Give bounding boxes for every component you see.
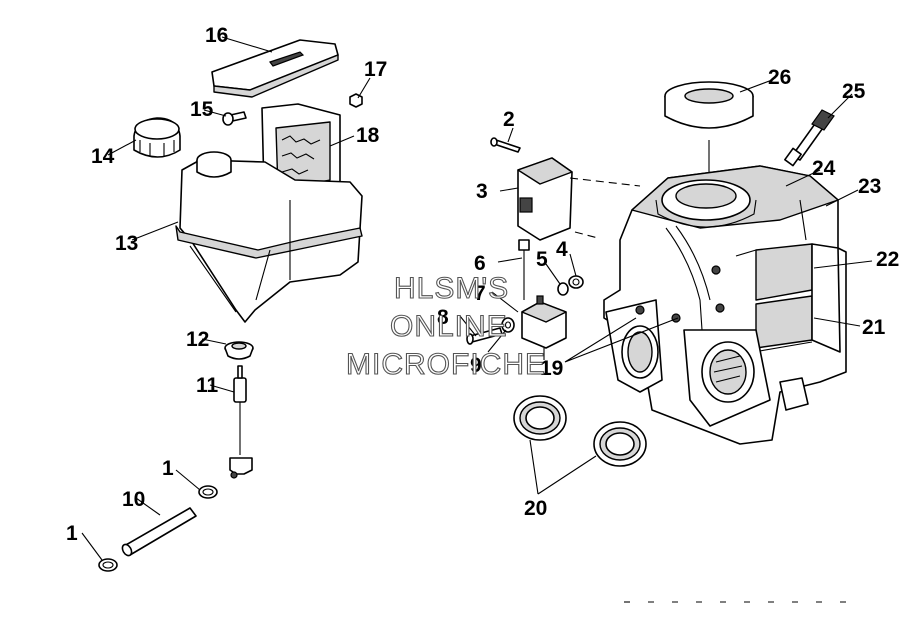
callout-23: 23 <box>858 175 881 198</box>
tank-cover <box>211 39 339 98</box>
strap-clip <box>784 109 835 167</box>
callout-10: 18 <box>356 124 380 147</box>
callout-25: 25 <box>842 80 866 103</box>
callout-15: 6 <box>474 252 486 275</box>
callout-14: 5 <box>536 248 548 271</box>
callout-9: 17 <box>364 58 387 81</box>
tank-fitting <box>229 365 253 479</box>
grommet-13 <box>568 275 584 289</box>
hose-clamp-lower <box>98 558 118 572</box>
callout-1-lower: 1 <box>66 522 78 545</box>
washer-18 <box>501 317 515 333</box>
ignition-parts <box>466 137 641 360</box>
cover-screw <box>222 111 247 126</box>
leader-lines <box>81 36 873 561</box>
tank-grommet <box>224 341 254 360</box>
callout-24: 24 <box>812 157 836 180</box>
callout-21: 21 <box>862 316 886 339</box>
cdi-box <box>517 157 573 241</box>
intake-seal-left <box>513 395 567 441</box>
callout-11: 2 <box>503 108 515 131</box>
watermark-line-3: MICROFICHE <box>346 348 546 381</box>
oil-tank-body <box>175 151 363 323</box>
callout-4: 12 <box>186 328 209 351</box>
callout-19: 19 <box>540 357 563 380</box>
bolt-15 <box>518 239 530 300</box>
foam-ring <box>664 81 754 129</box>
airbox-assembly <box>513 81 847 467</box>
callout-20: 20 <box>524 497 547 520</box>
spacer-14 <box>557 282 569 296</box>
intake-seal-right <box>593 421 647 467</box>
watermark: HLSM'S ONLINE MICROFICHE <box>345 271 546 381</box>
callout-5: 13 <box>115 232 138 255</box>
callout-7: 15 <box>190 98 214 121</box>
callout-2: 10 <box>122 488 145 511</box>
callout-6: 14 <box>91 145 115 168</box>
callout-12: 3 <box>476 180 488 203</box>
bolt-17 <box>466 327 503 345</box>
callout-16: 7 <box>474 282 486 305</box>
filler-cap <box>133 117 181 158</box>
callout-18: 9 <box>470 354 482 377</box>
hose-clamp-upper <box>198 485 218 499</box>
callout-1-upper: 1 <box>162 457 174 480</box>
ignition-coil <box>521 295 567 360</box>
callout-22: 22 <box>876 248 899 271</box>
oil-hose <box>121 507 197 557</box>
callout-17: 8 <box>437 306 449 329</box>
callout-labels: 16 17 15 18 14 13 12 11 1 10 1 2 3 4 5 6… <box>66 24 899 545</box>
watermark-line-2: ONLINE <box>390 310 508 343</box>
callout-26: 26 <box>768 66 791 89</box>
airbox-body <box>603 165 847 445</box>
callout-13: 4 <box>556 238 568 261</box>
bolt-11 <box>490 137 521 153</box>
callout-3: 11 <box>196 374 219 397</box>
oil-tank-assembly <box>98 39 363 572</box>
watermark-line-1: HLSM'S <box>394 272 509 305</box>
callout-8: 16 <box>205 24 228 47</box>
cover-nut <box>349 93 363 108</box>
